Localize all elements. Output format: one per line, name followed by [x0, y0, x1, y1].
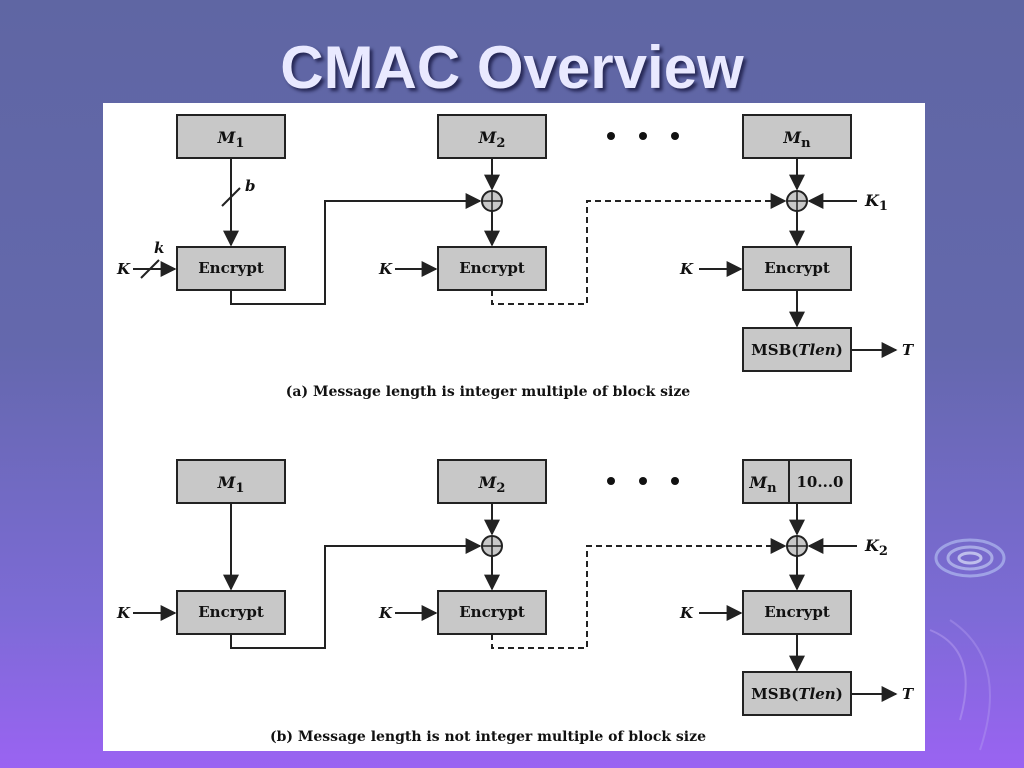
key-label: K	[116, 260, 131, 278]
m1-label: M1	[217, 128, 245, 151]
ellipsis-dot	[671, 132, 679, 140]
encrypt-label: Encrypt	[459, 603, 525, 621]
caption-a: (a) Message length is integer multiple o…	[286, 384, 691, 400]
key-label: K	[378, 260, 393, 278]
m2-label: M2	[478, 128, 506, 151]
width-slash	[221, 187, 241, 207]
encrypt-label: Encrypt	[459, 259, 525, 277]
chain-arrow	[230, 538, 482, 649]
block-width-label: b	[245, 177, 256, 195]
mn-label: Mn	[782, 128, 811, 151]
cmac-diagram: M1 M2 Mn Encrypt Encrypt Encrypt MSB(Tle…	[116, 114, 915, 745]
ellipsis-dot	[671, 477, 679, 485]
key-label: K	[116, 604, 131, 622]
msb-truncate-block	[742, 327, 852, 372]
encrypt-block-n	[742, 246, 852, 291]
message-block-mn	[742, 114, 852, 159]
subkey-k1-label: K1	[864, 191, 888, 214]
message-block-m2	[437, 114, 547, 159]
m1-label: M1	[217, 473, 245, 496]
key-width-slash	[140, 259, 160, 279]
ellipsis-dot	[607, 132, 615, 140]
slide-title: CMAC Overview	[280, 34, 744, 101]
encrypt-block-1	[176, 590, 286, 635]
ellipsis-dot	[607, 477, 615, 485]
subkey-k2-label: K2	[864, 536, 888, 559]
panel-a: M1 M2 Mn Encrypt Encrypt Encrypt MSB(Tle…	[116, 114, 915, 400]
padding-label: 10...0	[797, 473, 844, 491]
m2-label: M2	[478, 473, 506, 496]
key-label: K	[378, 604, 393, 622]
encrypt-label: Encrypt	[198, 603, 264, 621]
ellipsis-dot	[639, 477, 647, 485]
encrypt-label: Encrypt	[198, 259, 264, 277]
encrypt-block-2	[437, 246, 547, 291]
tag-output-label: T	[902, 341, 915, 359]
panel-b: M1 M2 Mn 10...0 Encrypt Encrypt Encrypt …	[116, 459, 915, 745]
encrypt-block-n	[742, 590, 852, 635]
mn-label: Mn	[748, 473, 777, 496]
msb-label: MSB(Tlen)	[751, 685, 843, 703]
encrypt-label: Encrypt	[764, 259, 830, 277]
tag-output-label: T	[902, 685, 915, 703]
ellipsis-dot	[639, 132, 647, 140]
encrypt-label: Encrypt	[764, 603, 830, 621]
message-block-m1	[176, 114, 286, 159]
msb-truncate-block	[742, 671, 852, 716]
cmac-diagram-panel: M1 M2 Mn Encrypt Encrypt Encrypt MSB(Tle…	[103, 103, 925, 751]
caption-b: (b) Message length is not integer multip…	[270, 729, 706, 745]
key-label: K	[679, 604, 694, 622]
chain-arrow	[230, 193, 482, 305]
msb-label: MSB(Tlen)	[751, 341, 843, 359]
key-label: K	[679, 260, 694, 278]
message-block-m2	[437, 459, 547, 504]
key-width-label: k	[154, 239, 164, 257]
water-ripple-decoration	[929, 538, 1006, 751]
message-block-m1	[176, 459, 286, 504]
